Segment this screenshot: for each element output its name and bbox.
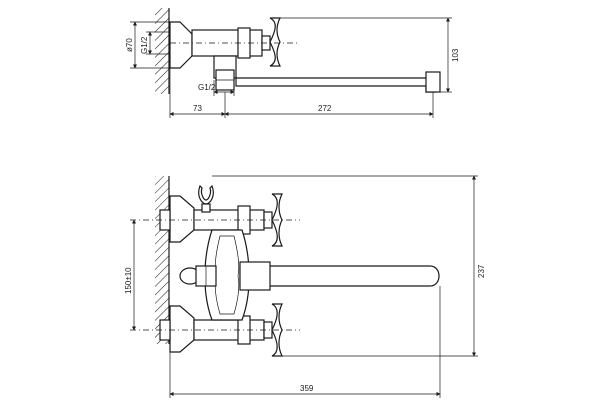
top-handle <box>261 17 281 67</box>
front-lower-flange <box>169 305 195 353</box>
top-flange <box>169 21 193 69</box>
dim-237: 237 <box>212 175 486 357</box>
dim-g12-vertical-label: G1/2 <box>140 36 149 54</box>
top-wall-hatch <box>155 8 169 94</box>
front-view: 150±10 237 359 <box>124 175 486 398</box>
dim-g12-vertical: G1/2 <box>140 31 170 55</box>
dim-103-label: 103 <box>451 48 460 62</box>
dim-g12-horizontal: G1/2 <box>198 80 235 96</box>
front-shower-hook <box>198 184 214 213</box>
dim-237-label: 237 <box>477 264 486 278</box>
top-view: ø70 G1/2 G1/2 73 272 <box>125 8 460 118</box>
dim-103: 103 <box>270 17 460 93</box>
dim-359-label: 359 <box>300 384 314 393</box>
front-spout <box>239 265 440 287</box>
front-diverter <box>179 265 217 287</box>
dim-73-272: 73 272 <box>169 68 434 118</box>
top-spout-tip <box>425 71 441 93</box>
dim-359: 359 <box>169 286 441 398</box>
front-wall-hatch <box>155 176 169 344</box>
top-spout <box>235 77 437 93</box>
dim-150-label: 150±10 <box>124 267 133 294</box>
dim-g12-horizontal-label: G1/2 <box>198 83 216 92</box>
dim-272-label: 272 <box>318 104 332 113</box>
dim-d70: ø70 <box>125 21 170 69</box>
front-upper-flange <box>169 195 195 243</box>
top-diverter-nut <box>215 69 235 91</box>
dim-73-label: 73 <box>193 104 202 113</box>
dim-150: 150±10 <box>124 219 137 331</box>
dim-d70-label: ø70 <box>125 38 134 52</box>
